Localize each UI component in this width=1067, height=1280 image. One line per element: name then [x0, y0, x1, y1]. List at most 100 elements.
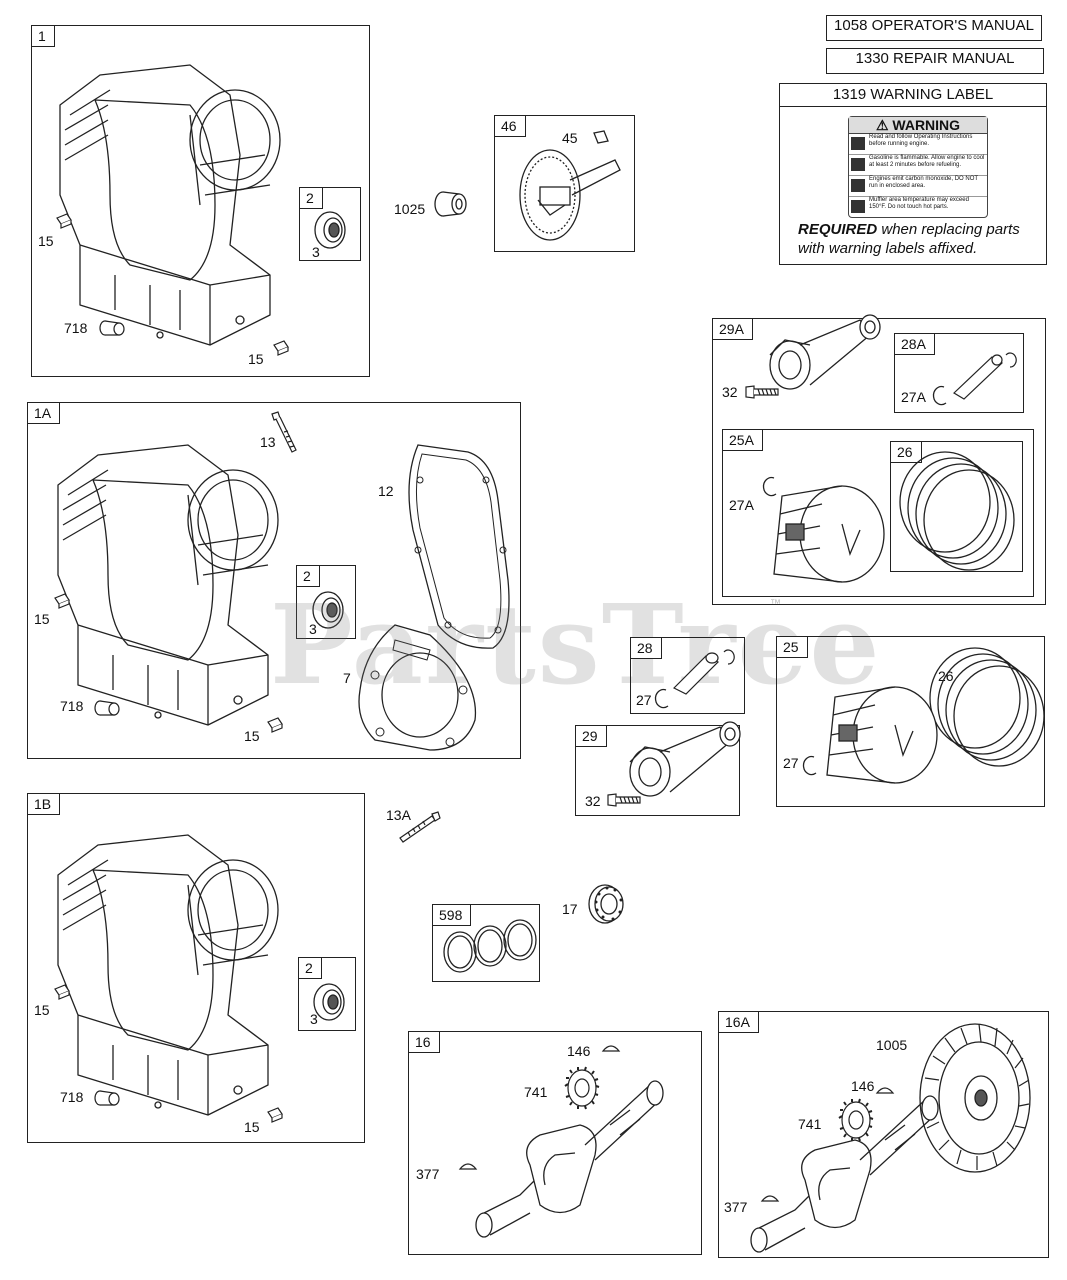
fire-icon [851, 158, 865, 171]
callout-7: 7 [343, 670, 351, 686]
callout-12: 12 [378, 483, 394, 499]
callout-146: 146 [851, 1078, 875, 1094]
callout-146: 146 [567, 1043, 591, 1059]
retaining-clip-drawing [762, 476, 777, 497]
callout-718: 718 [60, 1089, 84, 1105]
piston-rings-drawing [899, 451, 1015, 571]
box-1-tag: 1 [32, 26, 55, 47]
box-29A-tag: 29A [713, 319, 753, 340]
callout-15: 15 [248, 351, 264, 367]
callout-3: 3 [312, 244, 320, 260]
callout-741: 741 [524, 1084, 548, 1100]
bolt-drawing [607, 793, 641, 807]
box-1A-crankcase[interactable]: 1A [27, 402, 521, 759]
callout-377: 377 [724, 1199, 748, 1215]
box-16A-tag: 16A [719, 1012, 759, 1033]
timing-gear-drawing [838, 1098, 874, 1142]
box-28-piston-pin[interactable]: 28 [630, 637, 745, 714]
piston-drawing [773, 485, 885, 583]
key-drawing [602, 1045, 620, 1052]
trademark-symbol: ™ [770, 598, 781, 610]
crankcase-drawing [59, 64, 281, 346]
callout-32: 32 [585, 793, 601, 809]
plug-drawing [54, 984, 70, 1000]
retaining-clip-drawing [802, 755, 817, 776]
warning-decal-row: Muffler area temperature may exceed 150°… [849, 197, 987, 217]
seal-drawing [314, 211, 346, 249]
callout-15: 15 [38, 233, 54, 249]
box-598-rings[interactable]: 598 [432, 904, 540, 982]
box-26-piston-rings[interactable]: 26 [890, 441, 1023, 572]
seal-drawing [313, 983, 345, 1021]
callout-15: 15 [244, 1119, 260, 1135]
callout-15: 15 [34, 611, 50, 627]
warning-decal-row: Read and follow Operating Instructions b… [849, 134, 987, 155]
operators-manual-label: 1058 OPERATOR'S MANUAL [834, 17, 1034, 34]
box-2-tag: 2 [300, 188, 323, 209]
key-drawing [876, 1087, 894, 1094]
manual-icon [851, 137, 865, 150]
callout-27: 27 [783, 755, 799, 771]
warning-label-box[interactable]: 1319 WARNING LABEL ⚠ WARNING Read and fo… [779, 83, 1047, 265]
box-46-camshaft[interactable]: 46 [494, 115, 635, 252]
callout-15: 15 [244, 728, 260, 744]
fumes-icon [851, 179, 865, 192]
box-2-seal[interactable]: 2 [298, 957, 356, 1031]
callout-32: 32 [722, 384, 738, 400]
timing-gear-drawing [564, 1066, 600, 1110]
box-1-crankcase[interactable]: 1 [31, 25, 370, 377]
box-2-tag: 2 [297, 566, 320, 587]
retaining-clip-drawing [654, 688, 669, 709]
box-25A-piston-assembly[interactable]: 25A [722, 429, 1034, 597]
hot-surface-icon [851, 200, 865, 213]
plug-drawing [273, 340, 289, 356]
seal-drawing [312, 591, 344, 629]
repair-manual-box[interactable]: 1330 REPAIR MANUAL [826, 48, 1044, 74]
box-2-seal[interactable]: 2 [299, 187, 361, 261]
box-1B-crankcase[interactable]: 1B [27, 793, 365, 1143]
repair-manual-label: 1330 REPAIR MANUAL [855, 50, 1015, 67]
callout-15: 15 [34, 1002, 50, 1018]
callout-13: 13 [260, 434, 276, 450]
box-29A-connecting-rod-assembly[interactable]: 29A [712, 318, 1046, 605]
box-16-crankshaft[interactable]: 16 [408, 1031, 702, 1255]
box-25A-tag: 25A [723, 430, 763, 451]
callout-377: 377 [416, 1166, 440, 1182]
callout-718: 718 [60, 698, 84, 714]
plug-drawing [267, 1107, 283, 1123]
piston-pin-drawing [672, 649, 735, 695]
bolt-drawing [399, 811, 441, 843]
box-2-seal[interactable]: 2 [296, 565, 356, 639]
connecting-rod-drawing [769, 314, 881, 390]
pin-drawing [94, 1090, 120, 1106]
head-gasket-drawing [358, 624, 477, 751]
piston-rings-drawing [929, 647, 1045, 767]
callout-27: 27 [636, 692, 652, 708]
callout-27A: 27A [729, 497, 754, 513]
plug-drawing [267, 717, 283, 733]
callout-3: 3 [310, 1011, 318, 1027]
flywheel-drawing [919, 1023, 1031, 1173]
warning-decal: ⚠ WARNING Read and follow Operating Inst… [848, 116, 988, 218]
gasket-drawing [408, 444, 510, 649]
box-598-tag: 598 [433, 905, 472, 926]
operators-manual-box[interactable]: 1058 OPERATOR'S MANUAL [826, 15, 1042, 41]
callout-1025: 1025 [394, 201, 426, 217]
callout-1005: 1005 [876, 1037, 908, 1053]
warning-required-note: REQUIRED when replacing parts with warni… [798, 221, 1020, 257]
shim-rings-drawing [443, 919, 537, 973]
pin-drawing [99, 320, 125, 336]
box-25-piston[interactable]: 25 [776, 636, 1045, 807]
box-16A-crankshaft-flywheel[interactable]: 16A [718, 1011, 1049, 1258]
box-28A-piston-pin[interactable]: 28A [894, 333, 1024, 413]
box-29-connecting-rod[interactable]: 29 [575, 725, 740, 816]
box-16-tag: 16 [409, 1032, 440, 1053]
box-1A-tag: 1A [28, 403, 61, 424]
camshaft-gear-drawing [519, 130, 621, 241]
box-2-tag: 2 [299, 958, 322, 979]
box-28A-tag: 28A [895, 334, 935, 355]
retaining-clip-drawing [932, 385, 947, 406]
connecting-rod-drawing [629, 721, 741, 797]
crankshaft-drawing [750, 1095, 939, 1253]
key-drawing [761, 1195, 779, 1202]
